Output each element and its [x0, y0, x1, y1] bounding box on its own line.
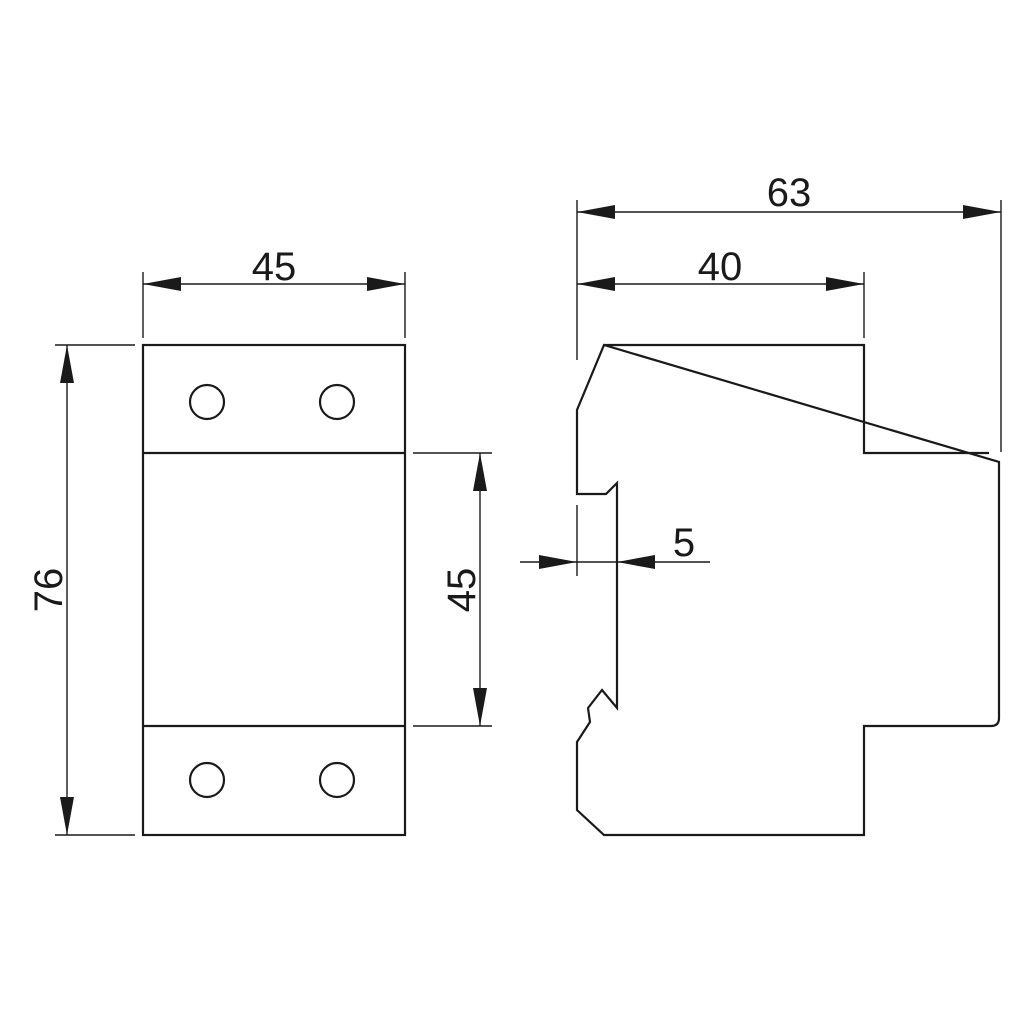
- dim-front-middle-height-label: 45: [440, 568, 484, 613]
- arrowhead: [539, 555, 577, 569]
- arrowhead: [367, 277, 405, 291]
- dim-front-width: 45: [142, 245, 406, 338]
- arrowhead: [473, 453, 487, 491]
- front-view: [141, 343, 407, 837]
- dim-front-middle-height: 45: [413, 452, 492, 727]
- dim-side-body-depth: 40: [577, 245, 865, 338]
- side-profile: [575, 343, 1001, 837]
- terminal-screw-bottom-right: [318, 761, 356, 799]
- arrowhead: [617, 555, 655, 569]
- dim-side-rail-offset: 5: [520, 505, 710, 576]
- terminal-screw-top-right: [318, 383, 356, 421]
- arrowhead: [577, 205, 615, 219]
- dim-side-rail-offset-label: 5: [673, 521, 695, 565]
- arrowhead: [473, 688, 487, 726]
- dim-side-body-depth-label: 40: [698, 245, 743, 289]
- dim-front-width-label: 45: [252, 245, 297, 289]
- arrowhead: [60, 797, 74, 835]
- arrowhead: [963, 205, 1001, 219]
- terminal-screw-bottom-left: [188, 761, 226, 799]
- arrowhead: [826, 277, 864, 291]
- dim-front-height: 76: [27, 344, 135, 836]
- arrowhead: [60, 345, 74, 383]
- front-outline: [141, 343, 407, 837]
- arrowhead: [577, 277, 615, 291]
- dim-front-height-label: 76: [27, 568, 71, 613]
- dim-side-total-depth: 63: [576, 171, 1002, 452]
- side-view: [575, 343, 1001, 837]
- dim-side-total-depth-label: 63: [767, 171, 812, 215]
- terminal-screw-top-left: [188, 383, 226, 421]
- arrowhead: [143, 277, 181, 291]
